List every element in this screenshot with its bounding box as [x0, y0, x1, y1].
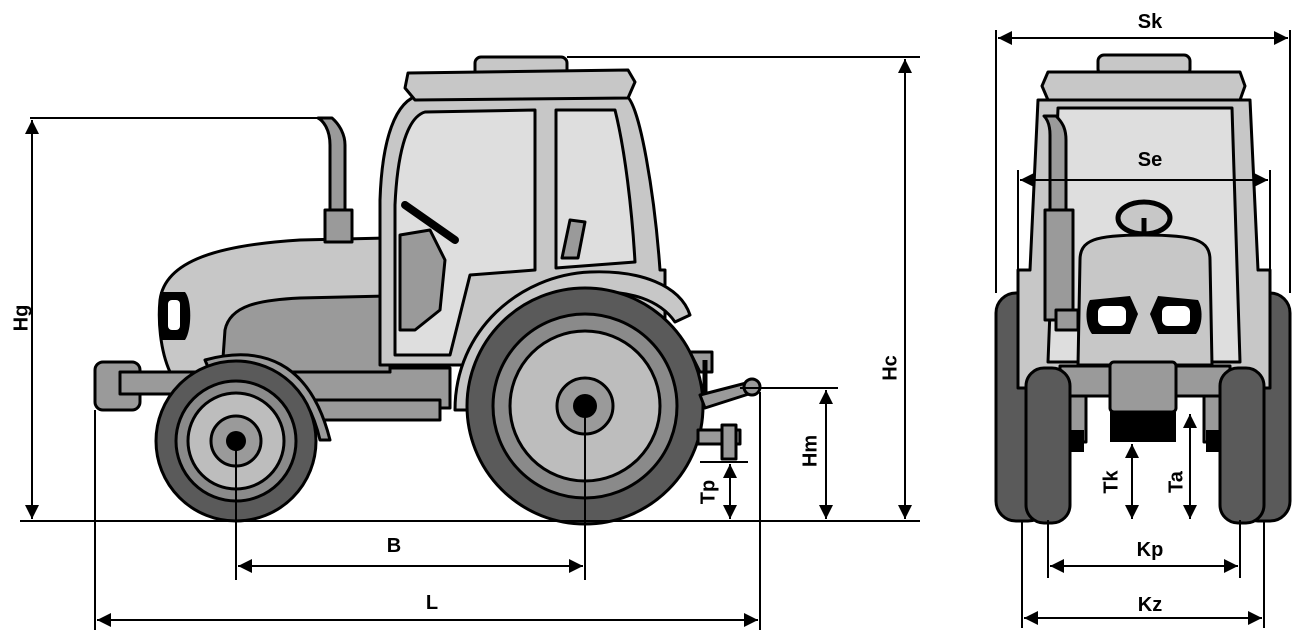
tractor-front-view: [994, 53, 1292, 525]
dim-label-Kp: Kp: [1137, 539, 1164, 561]
dim-label-Sk: Sk: [1138, 11, 1163, 33]
dim-label-Hg: Hg: [10, 305, 32, 332]
dim-label-B: B: [387, 535, 401, 557]
dim-label-Kz: Kz: [1138, 594, 1162, 616]
dim-label-L: L: [426, 592, 438, 614]
dim-label-Ta: Ta: [1165, 470, 1187, 493]
dim-label-Hm: Hm: [799, 435, 821, 467]
dim-label-Se: Se: [1138, 149, 1162, 171]
dim-label-Hc: Hc: [879, 355, 901, 381]
dimension-lines: Hg Hc Hm Tp B L Sk Se Tk Ta Kp Kz: [10, 11, 1291, 630]
dim-label-Tp: Tp: [697, 480, 719, 504]
dim-label-Tk: Tk: [1100, 469, 1122, 493]
tractor-side-view: [93, 55, 762, 526]
